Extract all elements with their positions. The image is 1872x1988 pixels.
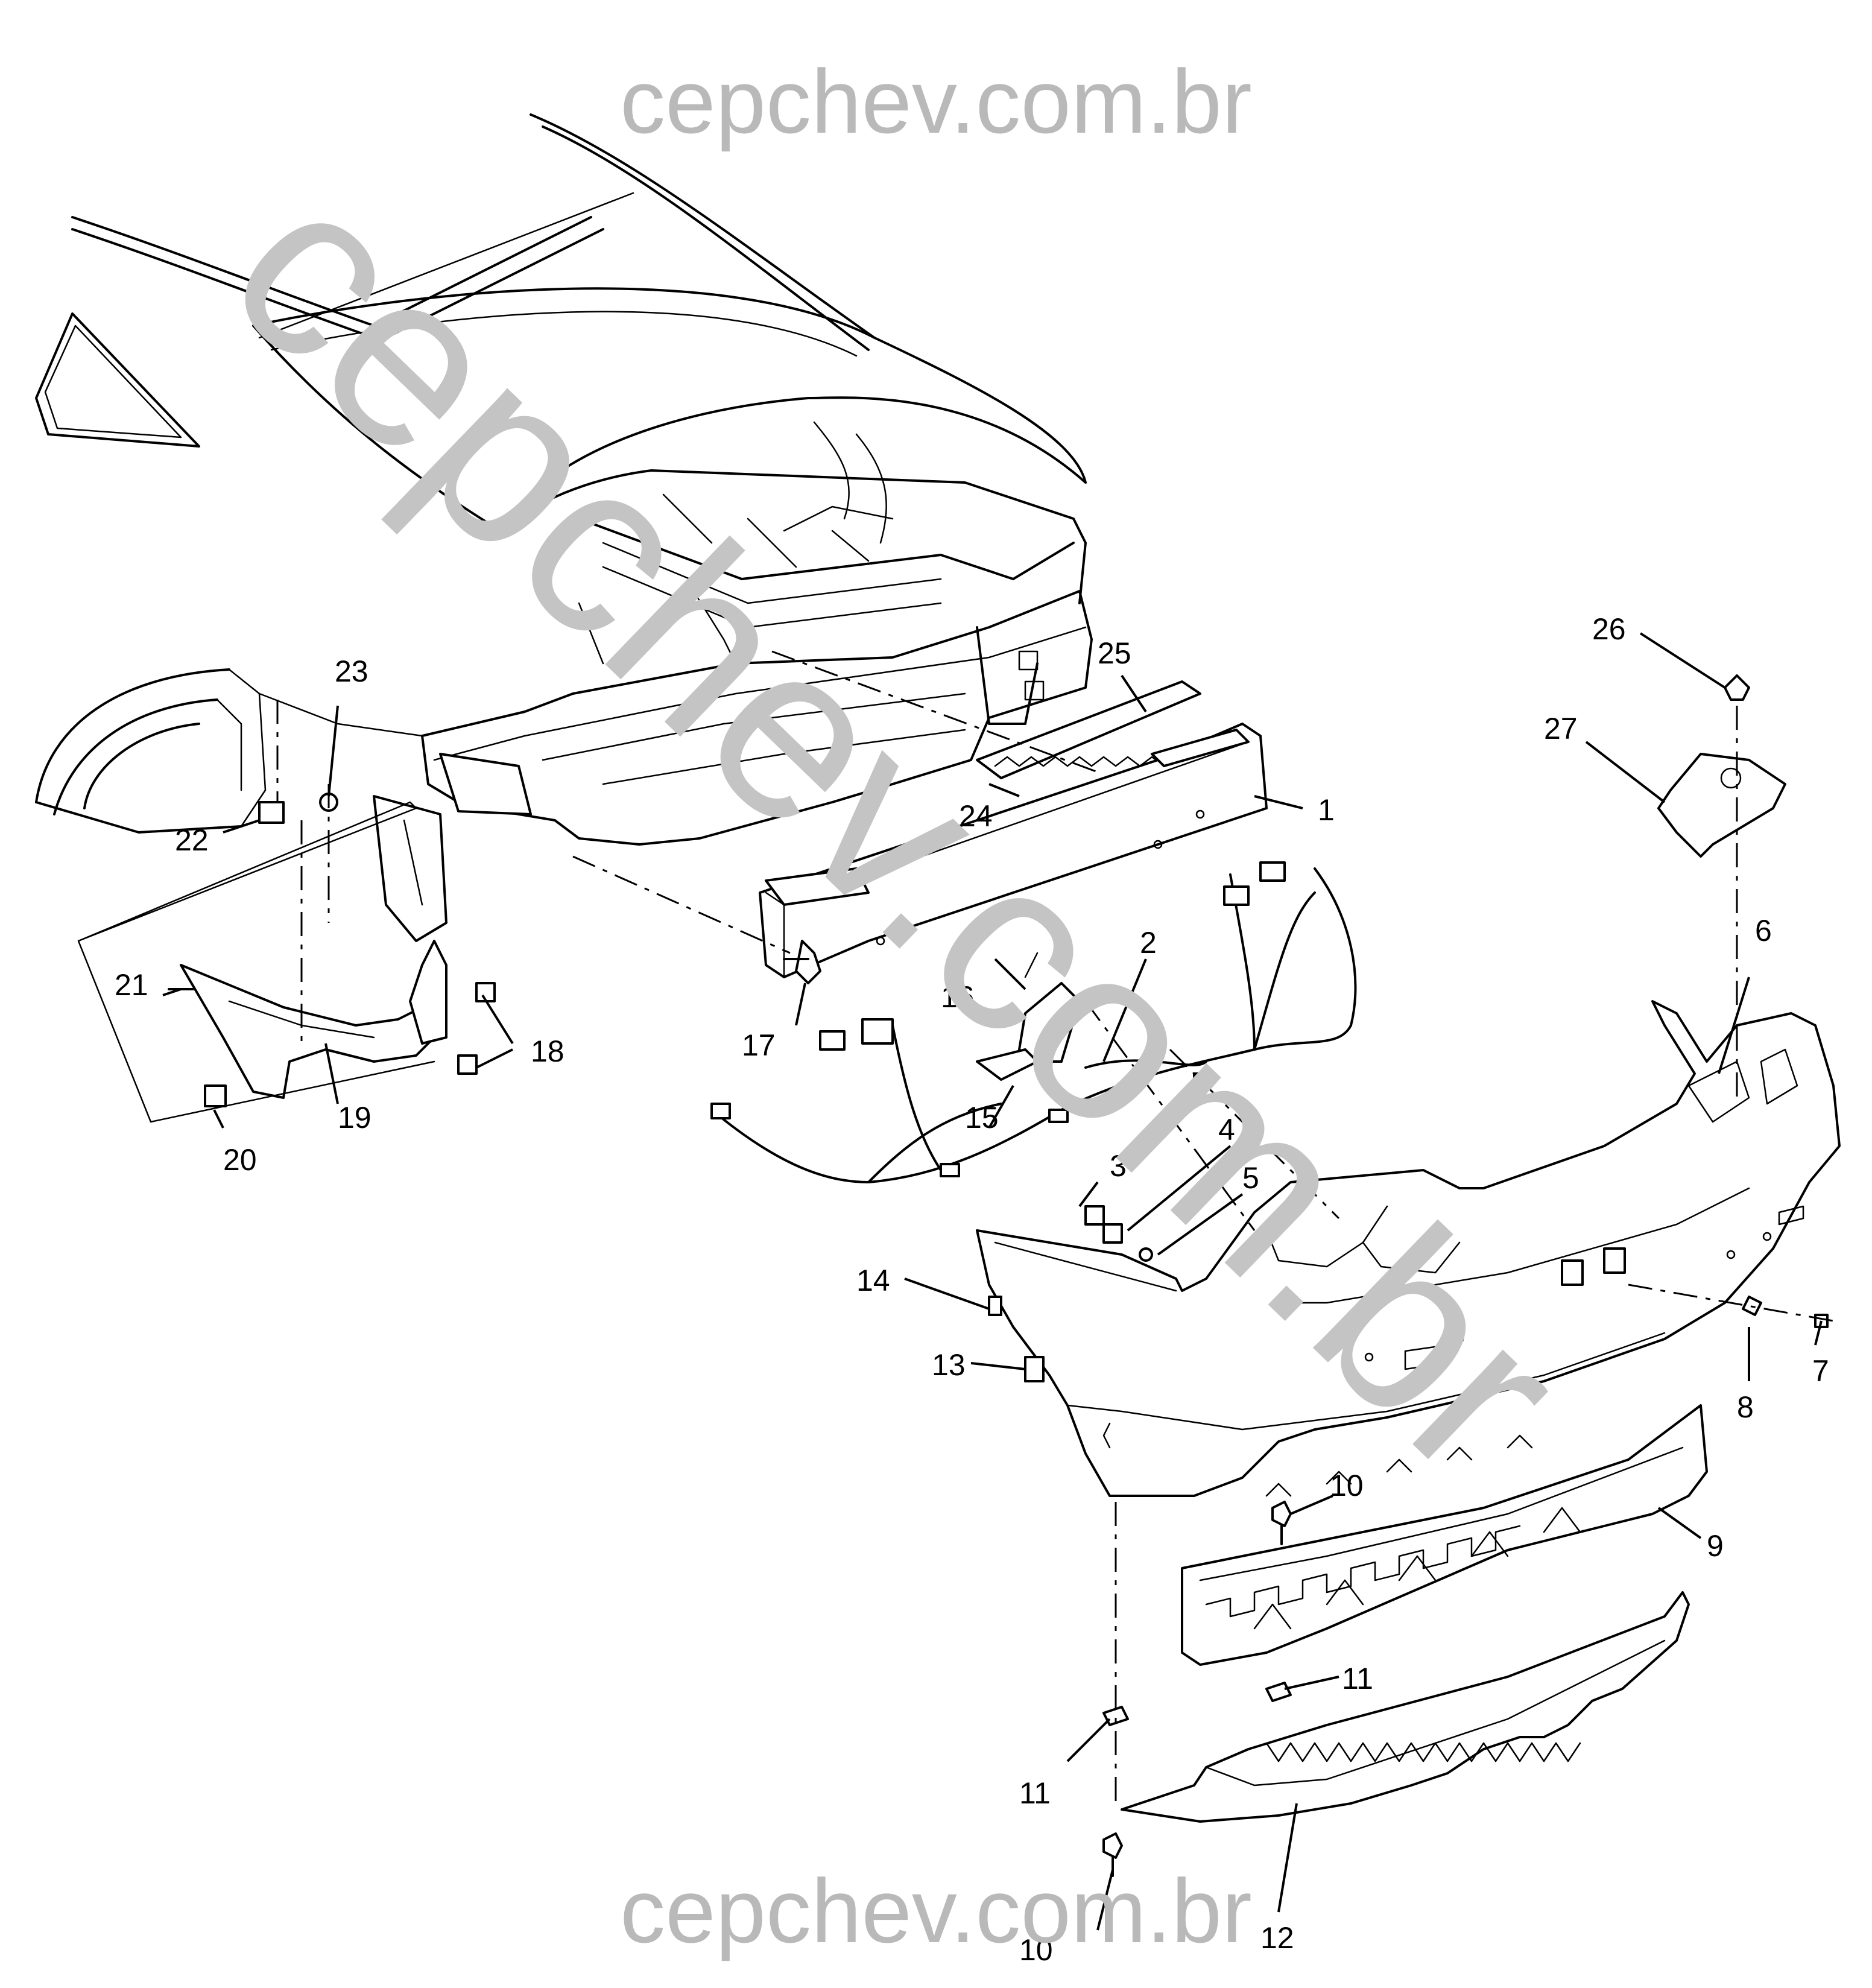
part-wiring-harness	[710, 861, 1357, 1183]
callout-19: 19	[338, 1101, 372, 1135]
callout-2: 2	[1140, 926, 1157, 960]
part-lower-valance	[1121, 1591, 1690, 1823]
callout-5: 5	[1242, 1161, 1259, 1195]
vehicle-body	[35, 113, 1093, 942]
watermark-top: cepchev.com.br	[620, 51, 1252, 152]
callout-7: 7	[1812, 1354, 1829, 1388]
callout-1: 1	[1318, 793, 1335, 827]
part-bumper-guide-27	[1657, 674, 1786, 858]
callout-16: 16	[941, 980, 975, 1014]
part-clips-22-23	[258, 700, 338, 923]
part-parking-sensor-bracket	[976, 952, 1081, 1081]
callout-27: 27	[1544, 712, 1578, 746]
callout-14: 14	[856, 1264, 890, 1297]
callout-26: 26	[1592, 612, 1626, 646]
part-bumper-impact-bar	[759, 723, 1268, 978]
callout-11a: 11	[1342, 1662, 1373, 1695]
callout-10a: 10	[1330, 1469, 1364, 1502]
callout-3: 3	[1110, 1149, 1127, 1183]
callout-24: 24	[959, 799, 993, 833]
callout-9: 9	[1707, 1529, 1724, 1563]
callout-10b: 10	[1019, 1933, 1053, 1967]
part-nut-17	[783, 940, 821, 984]
callout-20: 20	[223, 1143, 257, 1177]
callout-15: 15	[965, 1101, 999, 1135]
callout-4: 4	[1218, 1113, 1235, 1147]
watermark-diagonal: cepchev.com.br	[180, 128, 1615, 1528]
callout-23: 23	[335, 654, 368, 688]
callout-6: 6	[1755, 914, 1772, 948]
part-energy-absorber-lower	[1181, 1404, 1708, 1666]
watermark-bottom: cepchev.com.br	[620, 1860, 1252, 1961]
callout-22: 22	[175, 823, 209, 857]
callout-labels: 1 2 3 4 5 6 7 8 9 10 10 11 11 12 13 14 1…	[115, 612, 1829, 1967]
callout-12: 12	[1260, 1921, 1294, 1955]
leader-lines	[162, 632, 1823, 1931]
callout-25: 25	[1098, 636, 1131, 670]
callout-18: 18	[531, 1034, 564, 1068]
callout-8: 8	[1737, 1390, 1754, 1424]
callout-13: 13	[932, 1348, 966, 1382]
callout-21: 21	[115, 968, 148, 1002]
part-bumper-bracket-19	[168, 940, 496, 1107]
callout-17: 17	[742, 1028, 776, 1062]
callout-11b: 11	[1019, 1776, 1051, 1810]
bracket-group-outline	[77, 801, 435, 1123]
